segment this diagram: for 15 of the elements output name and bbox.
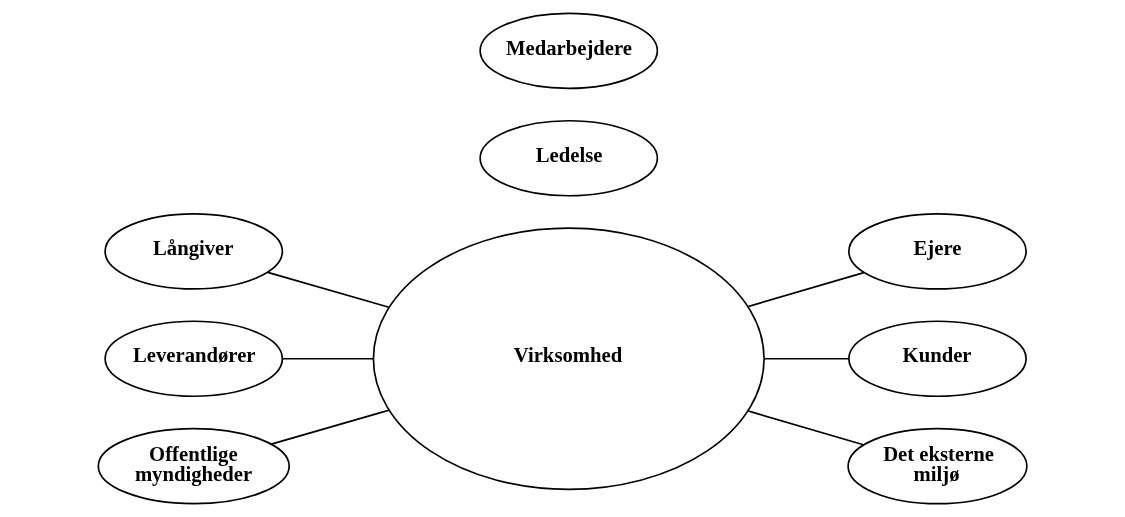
node-ellipse: Det eksterne miljø (847, 427, 1028, 505)
node-ellipse: Virksomhed (372, 227, 765, 491)
node-ellipse: Långiver (104, 213, 284, 290)
connector (747, 410, 865, 446)
node-ellipse: Offentlige myndigheder (97, 427, 290, 505)
connector (763, 357, 850, 360)
node-ellipse: Kunder (848, 320, 1027, 398)
node-ellipse: Medarbejdere (479, 12, 659, 90)
connector (747, 271, 865, 308)
node-ellipse: Ejere (848, 213, 1027, 290)
connector (270, 409, 390, 445)
node-ellipse: Leverandører (104, 320, 284, 398)
connector (282, 357, 375, 360)
connector (266, 271, 390, 309)
node-ellipse: Ledelse (479, 119, 659, 197)
